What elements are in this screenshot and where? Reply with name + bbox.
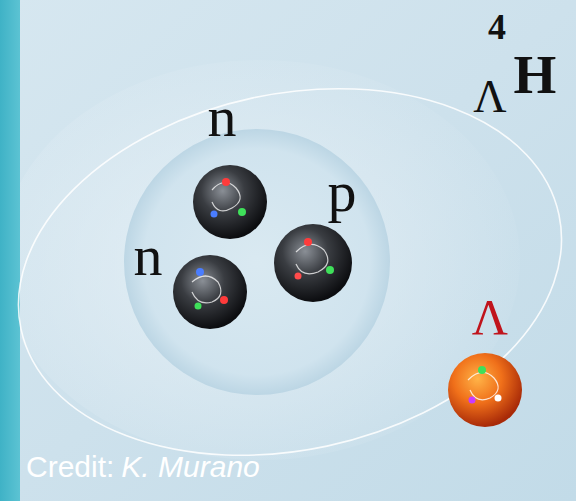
credit-name: K. Murano xyxy=(121,452,259,482)
proton xyxy=(274,224,352,302)
hyperon-subscript: Λ xyxy=(473,74,506,120)
credit-label: Credit: xyxy=(26,452,114,482)
neutron-top xyxy=(193,165,267,239)
nucleus-core xyxy=(124,129,390,395)
particle-label: Λ xyxy=(472,292,508,342)
background-glow xyxy=(0,60,520,460)
lambda-particle xyxy=(448,353,522,427)
element-symbol: H xyxy=(514,47,557,102)
particle-label: n xyxy=(208,88,237,146)
neutron-bottom xyxy=(173,255,247,329)
orbit xyxy=(0,41,576,501)
particle-label: p xyxy=(328,163,357,221)
mass-number: 4 xyxy=(488,9,506,45)
side-bar xyxy=(0,0,20,501)
particle-label: n xyxy=(134,227,163,285)
